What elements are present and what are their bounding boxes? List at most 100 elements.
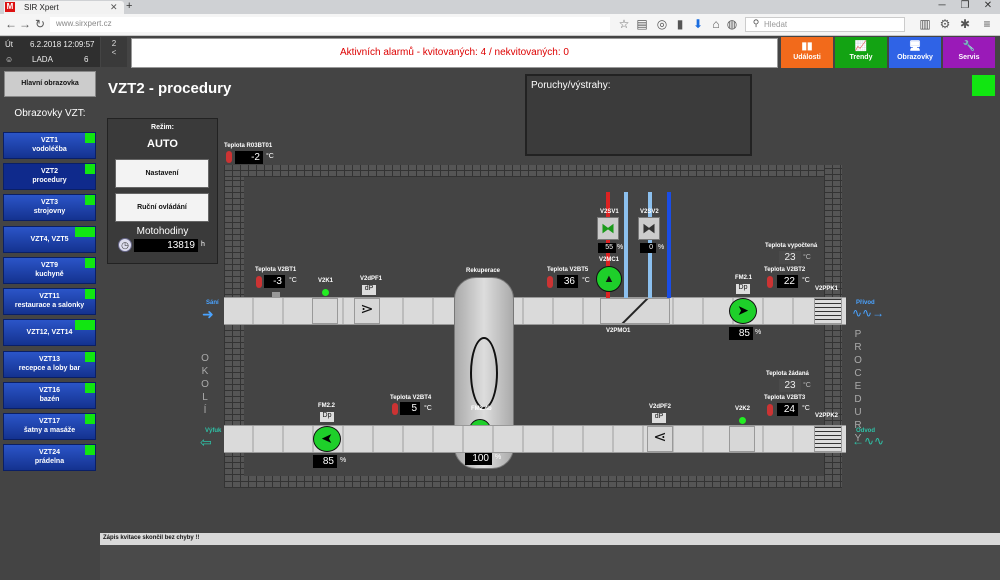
status-indicator (75, 320, 95, 330)
sidebar-title: Obrazovky VZT: (14, 108, 86, 119)
collapse-sidebar-button[interactable]: 2 < (101, 37, 127, 67)
forward-icon[interactable]: → (19, 17, 31, 31)
events-button[interactable]: ▮▮ Události (781, 37, 833, 68)
outside-temp-unit: °C (266, 153, 274, 160)
heat-exchanger-coil[interactable] (600, 298, 670, 324)
status-indicator (85, 383, 95, 393)
v2ppk2-damper[interactable] (814, 426, 842, 452)
user-count: 6 (84, 55, 89, 64)
home-icon[interactable]: ⌂ (712, 17, 720, 31)
fm22-unit: % (340, 457, 347, 464)
monitor-icon: 🖥 (908, 41, 922, 52)
fm24b-value: 100 (465, 452, 492, 465)
screens-button[interactable]: 🖥 Obrazovky (889, 37, 941, 68)
alarm-bar[interactable]: Aktivních alarmů - kvitovaných: 4 / nekv… (131, 38, 778, 68)
v2bt4-label: Teplota V2BT4 (390, 395, 432, 401)
nav-vzt4-5[interactable]: VZT4, VZT5 (3, 226, 96, 253)
v2sv2-unit: % (658, 244, 665, 251)
thermometer-icon (767, 276, 773, 288)
menu-icon[interactable]: ≡ (983, 17, 991, 31)
restore-icon[interactable]: ❐ (960, 0, 970, 11)
reload-icon[interactable]: ↻ (34, 17, 46, 31)
main-screen-button[interactable]: Hlavní obrazovka (4, 71, 96, 97)
v2bt1-label: Teplota V2BT1 (255, 267, 297, 273)
v2bt4-unit: °C (424, 405, 432, 412)
outdoor-side-label: O K O L Í (201, 353, 209, 416)
mode-panel: Režim: AUTO Nastavení Ruční ovládání Mot… (107, 118, 218, 264)
v2mc1-label: V2MC1 (599, 257, 620, 263)
reader-icon[interactable]: ▤ (636, 17, 648, 31)
procedures-side-label: P R O C E D U R Y (854, 329, 862, 444)
url-field[interactable]: www.sirxpert.cz (50, 17, 610, 32)
v2ppk1-damper[interactable] (814, 298, 842, 324)
service-button[interactable]: 🔧 Servis (943, 37, 995, 68)
star-icon[interactable]: ☆ (618, 17, 630, 31)
thermometer-icon (226, 151, 232, 163)
set-temp-value: 23 (779, 379, 801, 392)
events-icon: ▮▮ (801, 41, 813, 52)
bottom-wall (224, 476, 842, 488)
trends-button[interactable]: 📈 Trendy (835, 37, 887, 68)
fm22-dp: Dp (320, 412, 334, 422)
damper-status-icon (739, 417, 746, 424)
session-info: Út 6.2.2018 12:09:57 ☺ LADA 6 (0, 37, 100, 67)
new-tab-icon[interactable]: + (126, 0, 133, 12)
search-input[interactable]: Hledat (745, 17, 905, 32)
sidebar-icon[interactable]: ▥ (919, 17, 931, 31)
v2mc1-pump-icon[interactable]: ▲ (596, 266, 622, 292)
set-temp-unit: °C (803, 382, 811, 389)
manual-control-button[interactable]: Ruční ovládání (115, 193, 209, 222)
minimize-icon[interactable]: ─ (938, 0, 946, 11)
window-close-icon[interactable]: ✕ (983, 0, 993, 11)
fm21-fan-icon[interactable]: ➤ (729, 298, 757, 324)
back-icon[interactable]: ← (5, 17, 17, 31)
filter-icon[interactable]: ⋗ (354, 298, 380, 324)
download-icon[interactable]: ⬇ (692, 17, 704, 31)
extension-icon[interactable]: ⚙ (939, 17, 951, 31)
pocket-icon[interactable]: ◎ (656, 17, 668, 31)
status-indicator (85, 445, 95, 455)
fm21-unit: % (755, 329, 762, 336)
sensor-icon (272, 292, 280, 298)
v2dpf2-label: V2dPF2 (649, 404, 672, 410)
v2sv1-label: V2SV1 (600, 209, 619, 215)
fm24b-label: FM2.4b (471, 406, 492, 412)
v2dpf1-dp: dP (362, 285, 376, 295)
v2k1-damper[interactable] (312, 298, 338, 324)
globe-icon[interactable]: ◍ (726, 17, 738, 31)
status-indicator (972, 75, 995, 96)
v2sv1-unit: % (617, 244, 624, 251)
v2bt3-value: 24 (777, 403, 798, 416)
left-wall (224, 165, 244, 487)
puzzle-icon[interactable]: ✱ (959, 17, 971, 31)
supply-outlet-label: Přívod (856, 300, 875, 306)
tab-close-icon[interactable]: ✕ (110, 2, 118, 12)
status-indicator (85, 258, 95, 268)
v2bt1-value: -3 (264, 275, 285, 288)
fm22-fan-icon[interactable]: ➤ (313, 426, 341, 452)
v2sv2-valve-icon[interactable]: ⧓ (638, 217, 660, 240)
bottom-area (100, 545, 1000, 580)
filter-icon[interactable]: ⋖ (647, 426, 673, 452)
collapse-arrow-icon: < (111, 48, 117, 57)
fm22-label: FM2.2 (318, 403, 336, 409)
nav-vzt12-14[interactable]: VZT12, VZT14 (3, 319, 96, 346)
v2sv1-valve-icon[interactable]: ⧓ (597, 217, 619, 240)
status-indicator (75, 227, 95, 237)
browser-tab[interactable]: SIR Xpert (4, 1, 124, 15)
status-indicator (85, 289, 95, 299)
v2k2-damper[interactable] (729, 426, 755, 452)
status-indicator (85, 352, 95, 362)
library-icon[interactable]: ▮ (676, 17, 684, 31)
settings-button[interactable]: Nastavení (115, 159, 209, 188)
sirxpert-logo-icon: M (5, 2, 15, 12)
